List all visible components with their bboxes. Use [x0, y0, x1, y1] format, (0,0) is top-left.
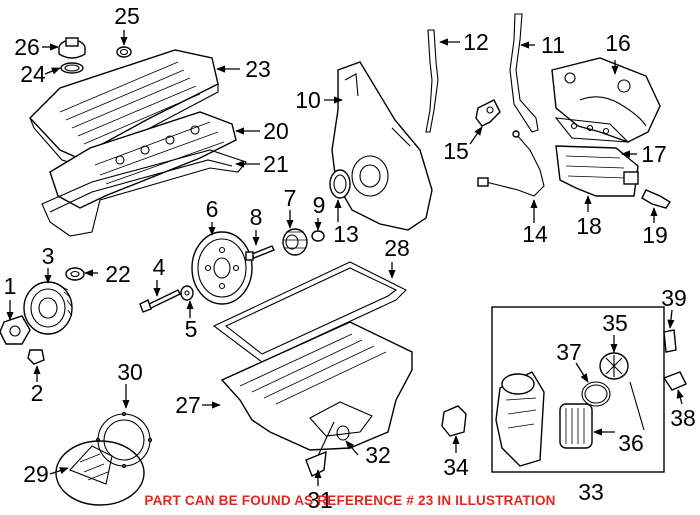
- part-switch-upper: [663, 329, 677, 353]
- part-plug: [311, 230, 325, 242]
- callout-34: 34: [443, 454, 469, 480]
- callout-33: 33: [578, 479, 604, 505]
- part-solenoid-block: [555, 145, 639, 197]
- callout-17: 17: [641, 141, 667, 167]
- callout-30: 30: [117, 359, 143, 385]
- callout-18: 18: [576, 213, 602, 239]
- callout-37: 37: [556, 339, 582, 365]
- callout-12: 12: [463, 29, 489, 55]
- callout-13: 13: [333, 221, 359, 247]
- part-tensioner: [282, 228, 308, 256]
- part-grommet: [65, 267, 85, 281]
- callout-8: 8: [250, 204, 263, 230]
- part-timing-cover: [331, 61, 433, 231]
- callout-26: 26: [14, 34, 40, 60]
- callout-39: 39: [661, 285, 687, 311]
- part-small-seal: [116, 46, 132, 58]
- callout-31: 31: [307, 487, 333, 513]
- part-oil-pan: [220, 321, 413, 451]
- callout-35: 35: [602, 310, 628, 336]
- part-valve-cover-gasket: [41, 149, 247, 237]
- callout-9: 9: [313, 192, 326, 218]
- callout-10: 10: [295, 87, 321, 113]
- part-cover-gasket: [425, 29, 439, 133]
- callout-20: 20: [263, 118, 289, 144]
- part-crank-seal: [329, 169, 351, 199]
- callout-15: 15: [443, 138, 469, 164]
- callout-2: 2: [31, 380, 44, 406]
- callout-32: 32: [365, 442, 391, 468]
- callout-3: 3: [42, 243, 55, 269]
- part-pulley: [23, 281, 73, 335]
- callout-labels: 1 2 3 4 5 6 7 8 9 10 11 12 13 14 15 16 1…: [4, 3, 696, 513]
- callout-22: 22: [105, 261, 131, 287]
- callout-1: 1: [4, 273, 17, 299]
- callout-21: 21: [263, 151, 289, 177]
- part-oil-filler-cap: [58, 37, 86, 59]
- callout-25: 25: [114, 3, 140, 29]
- callout-38: 38: [670, 405, 696, 431]
- callout-24: 24: [20, 61, 46, 87]
- part-long-bolt: [139, 289, 181, 313]
- callout-28: 28: [384, 235, 410, 261]
- part-flywheel: [191, 231, 253, 305]
- callout-11: 11: [541, 32, 565, 58]
- part-sensor: [475, 99, 501, 127]
- callout-29: 29: [23, 461, 49, 487]
- callout-27: 27: [175, 392, 201, 418]
- part-cover-gasket-ring: [95, 411, 153, 469]
- callout-4: 4: [153, 254, 166, 280]
- part-valve-cover: [49, 111, 237, 209]
- part-filter-cap-seal: [581, 381, 611, 407]
- part-filter-cap: [599, 352, 629, 380]
- part-sensor-plug: [641, 189, 671, 209]
- part-filter-stem: [629, 381, 645, 431]
- reference-note: PART CAN BE FOUND AS REFERENCE # 23 IN I…: [144, 493, 556, 508]
- leader-lines: [6, 30, 684, 486]
- part-gasket-plate: [554, 117, 630, 143]
- part-o-ring: [336, 425, 350, 441]
- callout-5: 5: [185, 316, 198, 342]
- part-oil-pan-gasket: [212, 261, 407, 363]
- callout-19: 19: [642, 222, 668, 248]
- callout-6: 6: [206, 196, 219, 222]
- callout-7: 7: [284, 185, 297, 211]
- part-filter-seal: [441, 405, 467, 437]
- part-valve-housing: [551, 57, 661, 143]
- part-oil-filter: [559, 403, 593, 449]
- part-filler-cap-seal: [60, 62, 84, 74]
- part-cover-plate: [55, 440, 145, 506]
- part-bolt: [245, 245, 275, 261]
- part-oil-filter-assembly: [491, 306, 665, 473]
- part-gasket-strip: [509, 13, 539, 133]
- part-drain-bolt: [27, 349, 45, 365]
- part-switch-lower: [662, 371, 687, 391]
- callout-16: 16: [605, 30, 631, 56]
- callout-36: 36: [618, 430, 644, 456]
- callout-14: 14: [522, 221, 548, 247]
- callout-23: 23: [245, 56, 271, 82]
- part-coolant-fitting: [0, 315, 31, 345]
- part-washer: [180, 285, 194, 301]
- part-wiring-lead: [477, 130, 545, 197]
